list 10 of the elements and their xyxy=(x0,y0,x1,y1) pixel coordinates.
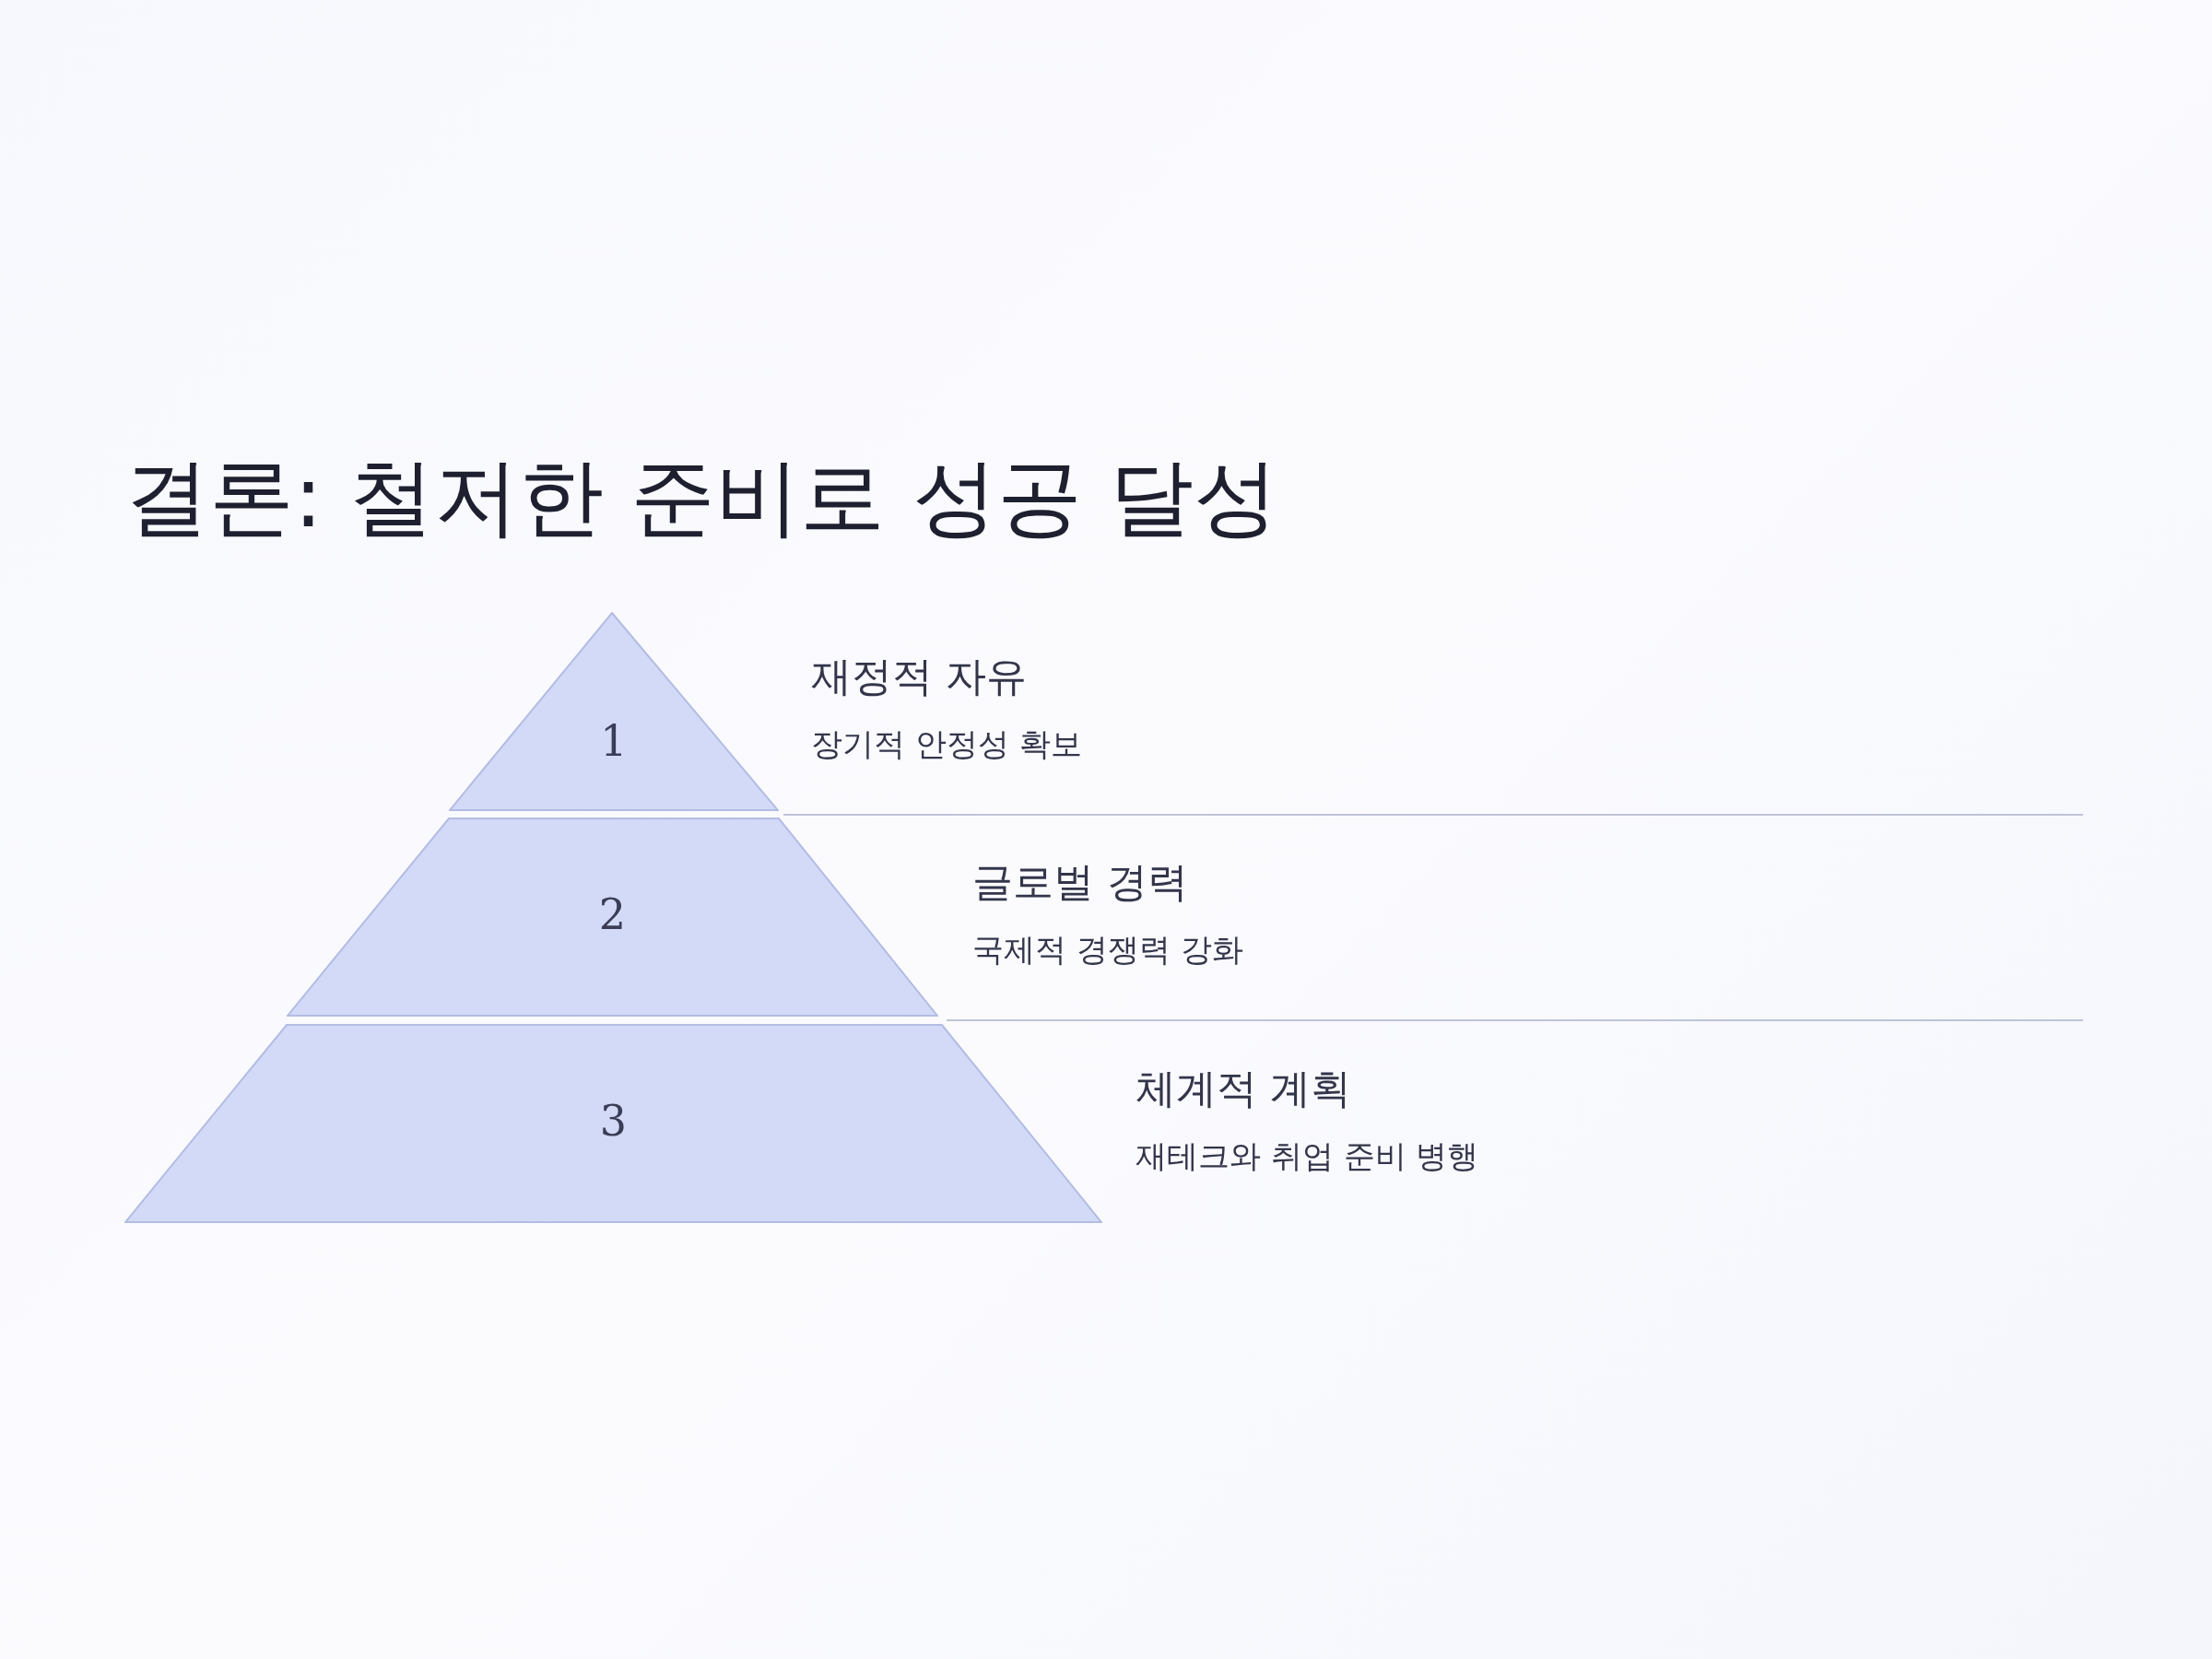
tier-description: 장기적 안정성 확보 xyxy=(811,724,1082,764)
tier-number: 3 xyxy=(598,1096,629,1146)
tier-heading: 재정적 자유 xyxy=(811,652,1027,701)
tier-number: 1 xyxy=(599,715,629,766)
tier-description: 국제적 경쟁력 강화 xyxy=(972,930,1243,970)
tier-heading: 글로벌 경력 xyxy=(972,857,1188,907)
slide-title: 결론: 철저한 준비로 성공 달성 xyxy=(124,447,1278,548)
tier-number: 2 xyxy=(597,889,628,939)
tier-heading: 체계적 계획 xyxy=(1135,1064,1351,1113)
tier-description: 재테크와 취업 준비 병행 xyxy=(1135,1136,1479,1176)
